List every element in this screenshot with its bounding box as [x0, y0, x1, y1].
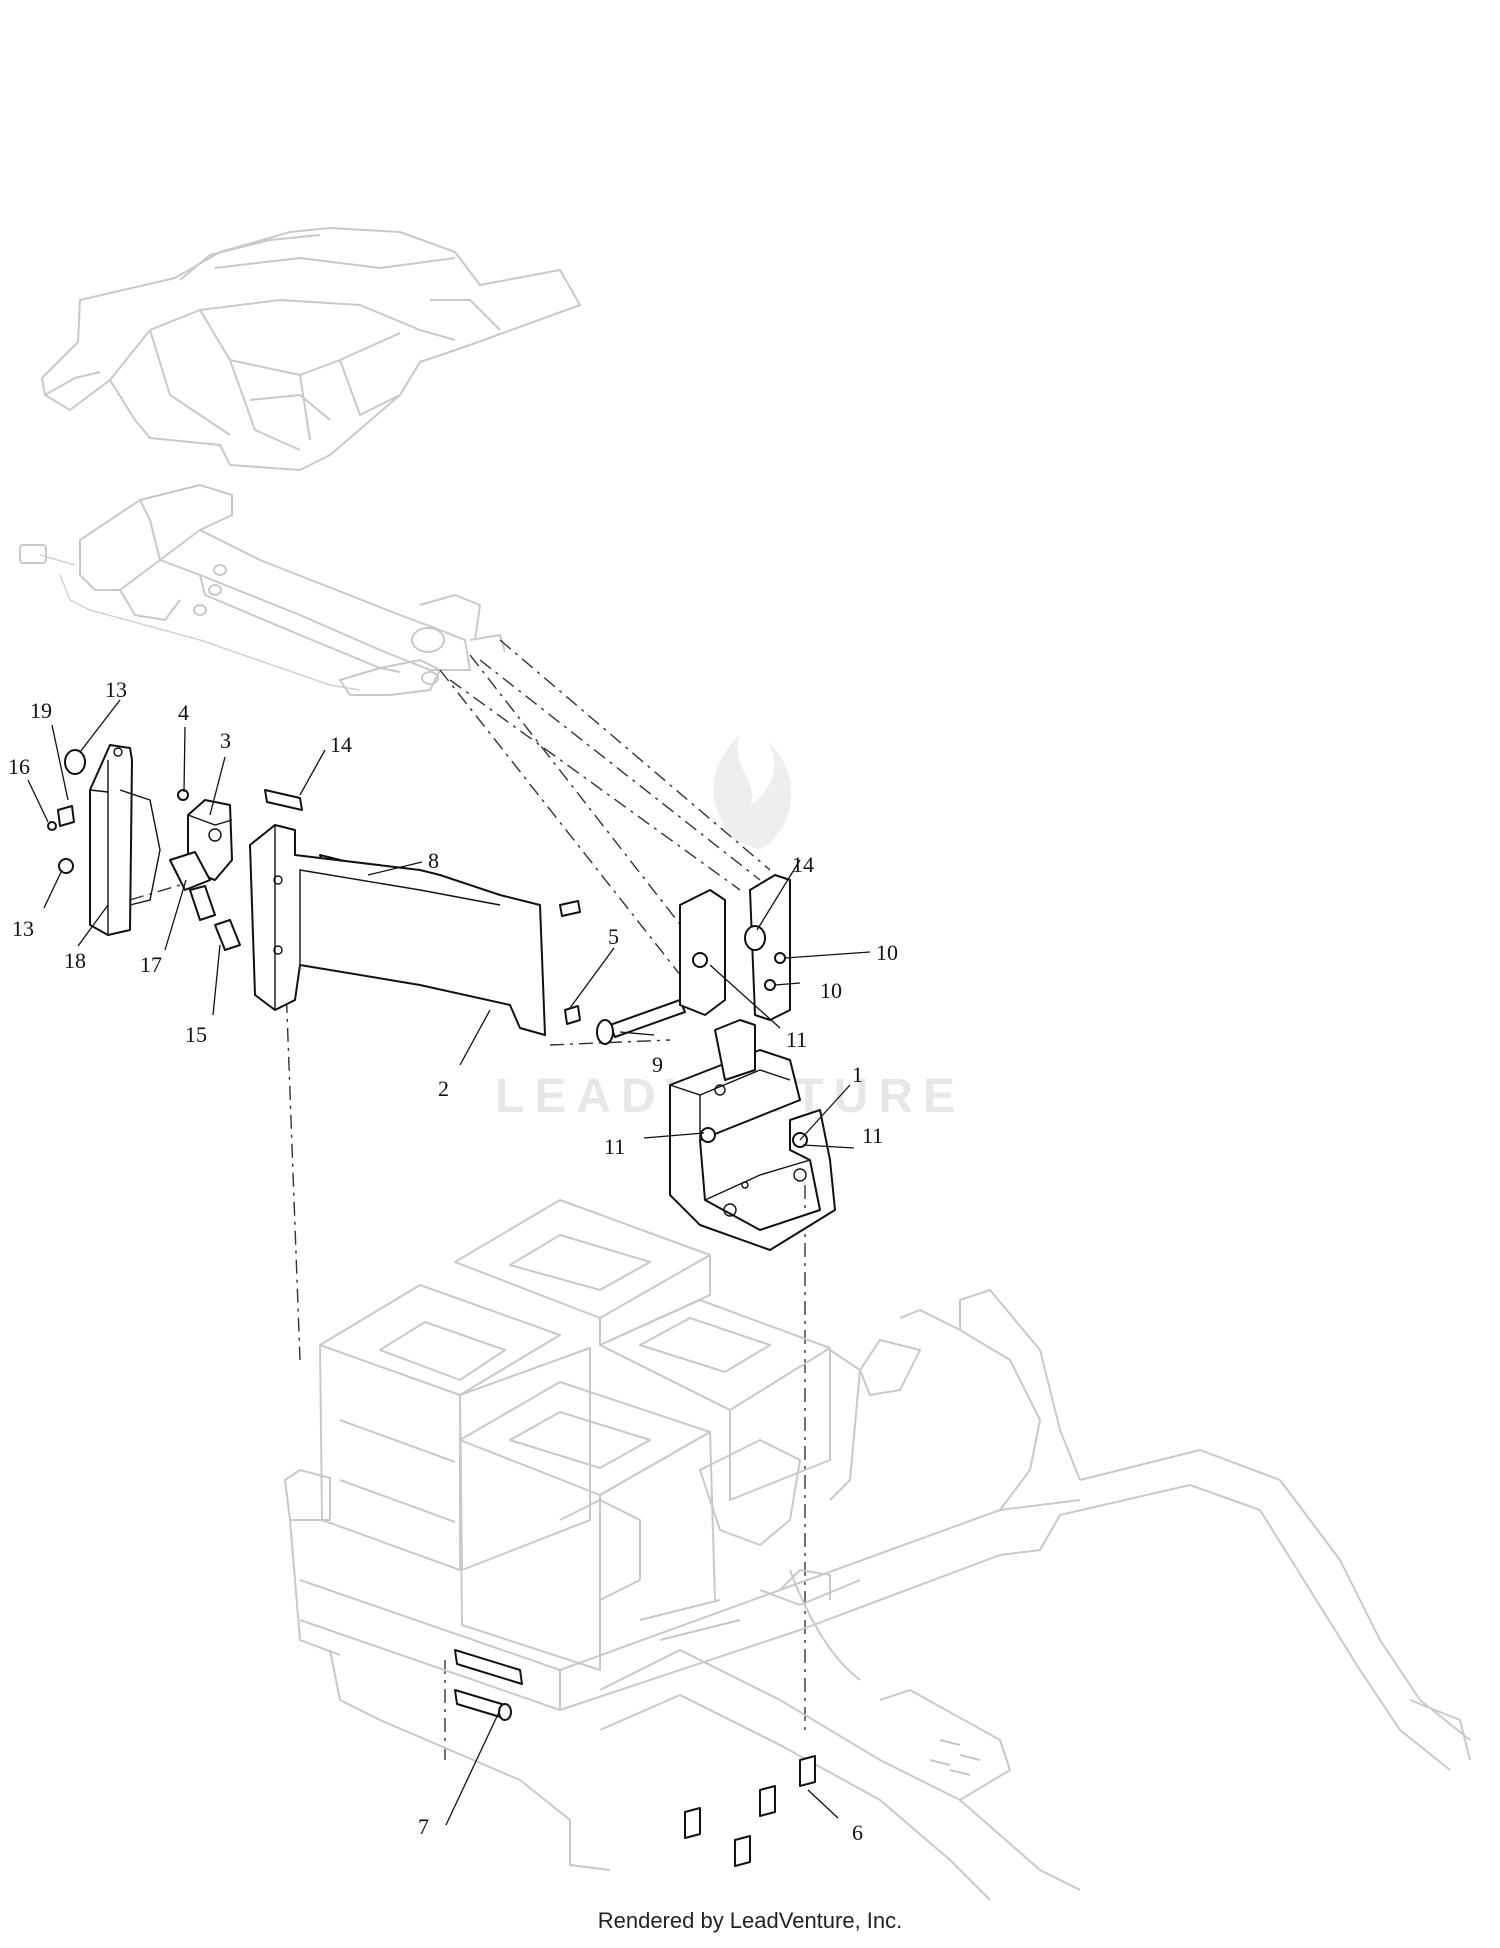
callout-labels: 13 19 16 13 18 4 3 14 8 17 15 2 5 9 14 1… [8, 677, 898, 1845]
callout-14: 16 [8, 754, 30, 779]
ghost-seat-shroud [41, 227, 581, 471]
part-17-bushing [169, 851, 211, 891]
callout-2: 2 [438, 1076, 449, 1101]
callout-7: 7 [418, 1814, 429, 1839]
callout-5: 5 [608, 924, 619, 949]
part-7-pins [454, 1649, 523, 1721]
callout-9: 9 [652, 1052, 663, 1077]
callout-4: 4 [178, 700, 189, 725]
callout-18: 14 [330, 732, 352, 757]
callout-11-upper: 11 [786, 1027, 807, 1052]
part-16-side-panel [89, 744, 161, 936]
ghost-lever-assembly [19, 484, 506, 696]
callout-13-right: 14 [792, 852, 814, 877]
assembly-lines [129, 639, 806, 1760]
callout-3: 3 [220, 728, 231, 753]
callout-6: 6 [852, 1820, 863, 1845]
part-12-washer [58, 858, 74, 874]
ghost-chassis-frame [284, 1289, 1471, 1901]
footer-credit: Rendered by LeadVenture, Inc. [597, 1908, 903, 1933]
callout-12: 13 [12, 916, 34, 941]
part-18-pin [264, 789, 303, 811]
part-5-bolts [559, 900, 581, 1025]
callout-8: 8 [428, 848, 439, 873]
callout-11-left: 11 [604, 1134, 625, 1159]
callout-10-upper: 10 [876, 940, 898, 965]
part-9-pin [596, 999, 686, 1045]
callout-11-right: 11 [862, 1123, 883, 1148]
part-13-washers [64, 749, 766, 951]
part-11-nuts [692, 952, 808, 1148]
callout-leaders [27, 699, 871, 1826]
callout-17: 17 [140, 952, 162, 977]
part-19-clip [57, 805, 75, 827]
callout-19: 19 [30, 698, 52, 723]
callout-13-left: 13 [105, 677, 127, 702]
watermark-flame-logo [713, 735, 792, 850]
ghost-battery-boxes [319, 1199, 831, 1671]
part-15-bushings [189, 885, 241, 951]
part-4-clip [177, 789, 189, 801]
callout-15: 15 [185, 1022, 207, 1047]
callout-10-lower: 10 [820, 978, 842, 1003]
part-2-support-bar [249, 824, 546, 1036]
callout-16: 18 [64, 948, 86, 973]
part-14-screw [47, 821, 57, 831]
part-6-bolts [684, 1755, 816, 1867]
callout-1: 1 [852, 1062, 863, 1087]
